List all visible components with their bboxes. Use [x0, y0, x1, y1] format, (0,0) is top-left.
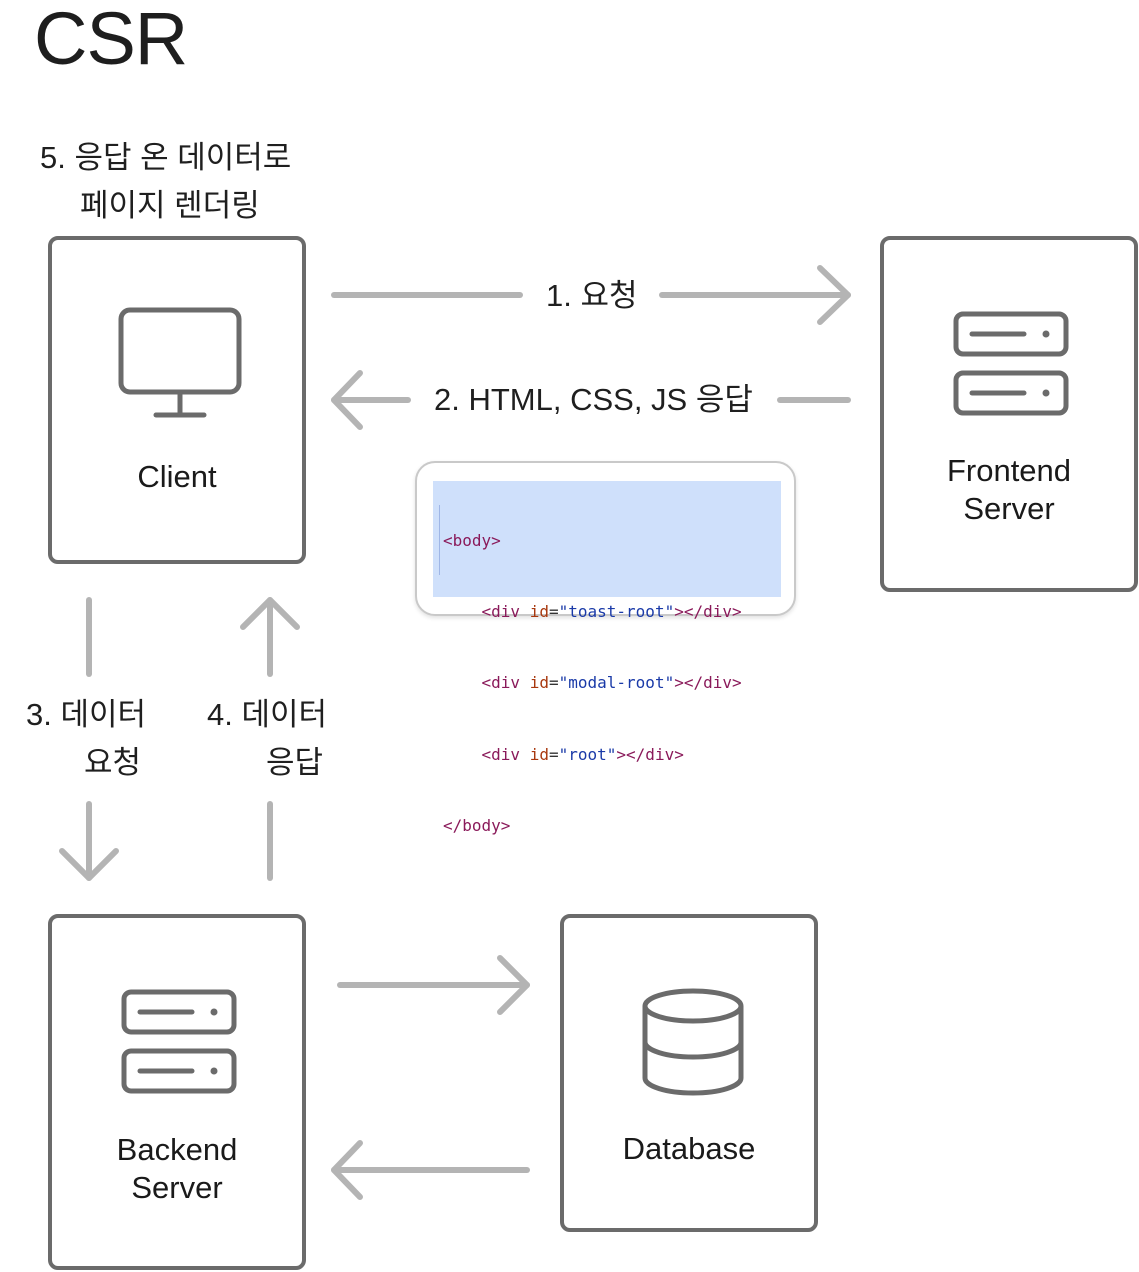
code-line-5: </body>: [443, 816, 511, 836]
frontend-label-line2: Server: [963, 491, 1055, 526]
indent-guide: [439, 505, 440, 575]
code-line-1: <body>: [443, 530, 501, 550]
data-response-label-line2: 응답: [266, 745, 324, 780]
step5-line1: 5. 응답 온 데이터로: [40, 140, 292, 175]
client-node: Client: [48, 236, 306, 564]
client-label: Client: [137, 459, 217, 494]
data-request-label-line1: 3. 데이터: [26, 697, 147, 732]
backend-server-node: Backend Server: [48, 914, 306, 1270]
frontend-label-line1: Frontend: [946, 453, 1072, 488]
step5-caption: 5. 응답 온 데이터로 페이지 렌더링: [40, 134, 340, 230]
data-request-arrowhead: [59, 848, 119, 881]
backend-to-db-arrowhead: [497, 955, 530, 1015]
response-arrowhead: [331, 370, 363, 430]
code-selection-highlight: [433, 481, 781, 597]
db-to-backend-arrowhead: [331, 1140, 363, 1200]
html-code-snippet: <body> <div id="toast-root"></div> <div …: [415, 461, 796, 835]
backend-label-line1: Backend: [116, 1132, 238, 1167]
database-label: Database: [622, 1131, 756, 1166]
frontend-server-node: Frontend Server: [880, 236, 1138, 592]
data-response-arrowhead: [240, 597, 300, 630]
code-line-3: <div id="modal-root"></div>: [481, 673, 742, 693]
database-node: Database: [560, 914, 818, 1232]
code-lines: <body> <div id="toast-root"></div> <div …: [443, 481, 742, 886]
monitor-icon: [118, 307, 242, 418]
server-icon: [953, 311, 1069, 416]
page-title: CSR: [34, 0, 188, 80]
code-line-4: <div id="root"></div>: [481, 744, 684, 764]
code-line-2: <div id="toast-root"></div>: [481, 601, 742, 621]
server-icon: [121, 989, 237, 1094]
request-label: 1. 요청: [546, 278, 638, 313]
data-request-label-line2: 요청: [84, 745, 142, 780]
database-icon: [642, 988, 744, 1096]
data-response-label-line1: 4. 데이터: [207, 697, 328, 732]
response-label: 2. HTML, CSS, JS 응답: [434, 382, 753, 417]
step5-line2: 페이지 렌더링: [80, 188, 260, 223]
backend-label-line2: Server: [131, 1170, 223, 1205]
request-arrowhead: [817, 265, 851, 325]
